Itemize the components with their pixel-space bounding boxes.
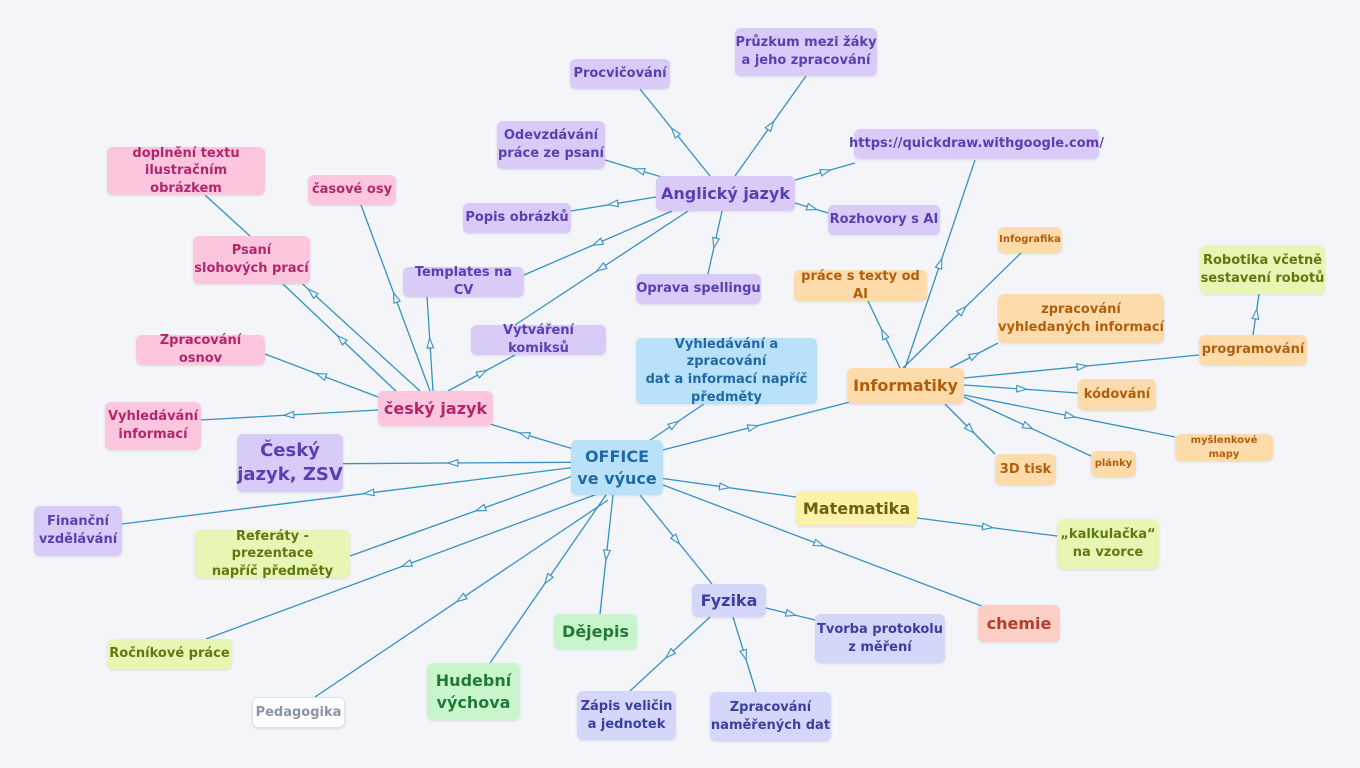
- arrowhead-icon: [1251, 307, 1260, 320]
- topic-financni-vzdelavani[interactable]: Finanční vzdělávání: [34, 506, 122, 556]
- arrowhead-icon: [595, 261, 608, 272]
- arrowhead-icon: [739, 648, 747, 662]
- arrowhead-icon: [474, 503, 488, 512]
- arrowhead-icon: [667, 420, 680, 431]
- arrowhead-icon: [603, 549, 612, 562]
- topic-zpracovani-dat[interactable]: Zpracování naměřených dat: [710, 692, 831, 741]
- arrowhead-icon: [455, 592, 468, 603]
- topic-cesky-jazyk[interactable]: český jazyk: [378, 391, 493, 426]
- arrowhead-icon: [518, 432, 531, 440]
- arrowhead-icon: [591, 237, 605, 246]
- arrowhead-icon: [392, 291, 402, 305]
- arrowhead-icon: [307, 288, 319, 300]
- arrowhead-icon: [282, 410, 295, 419]
- topic-zpracovani-osnov[interactable]: Zpracování osnov: [136, 333, 265, 366]
- arrowhead-icon: [475, 369, 488, 379]
- topic-tvorba-protokolu[interactable]: Tvorba protokolu z měření: [815, 614, 945, 663]
- topic-procvicovani[interactable]: Procvičování: [570, 59, 670, 89]
- topic-casove-osy[interactable]: časové osy: [308, 175, 396, 205]
- arrowhead-icon: [712, 236, 721, 250]
- arrowhead-icon: [1015, 384, 1029, 393]
- arrowhead-icon: [819, 168, 832, 177]
- topic-vyhledavani-informaci[interactable]: Vyhledávání informací: [105, 402, 201, 450]
- topic-planky[interactable]: plánky: [1091, 451, 1136, 477]
- topic-matematika[interactable]: Matematika: [796, 491, 917, 526]
- topic-vytvareni-komiksu[interactable]: Vytváření komiksů: [471, 323, 606, 356]
- arrowhead-icon: [718, 482, 732, 491]
- topic-rocnikove-prace[interactable]: Ročníkové práce: [107, 639, 232, 669]
- arrowhead-icon: [1021, 420, 1035, 430]
- arrowhead-icon: [784, 608, 798, 617]
- topic-chemie[interactable]: chemie: [978, 605, 1060, 642]
- topic-myslenkove-mapy[interactable]: myšlenkové mapy: [1175, 434, 1273, 461]
- topic-pedagogika[interactable]: Pedagogika: [252, 697, 345, 728]
- topic-rozhovory-ai[interactable]: Rozhovory s AI: [828, 205, 940, 235]
- arrowhead-icon: [1076, 362, 1089, 372]
- arrowhead-icon: [963, 422, 976, 435]
- arrowhead-icon: [670, 126, 682, 139]
- topic-robotika[interactable]: Robotika včetně sestavení robotů: [1200, 245, 1325, 294]
- topic-psani-slohovych[interactable]: Psaní slohových prací: [193, 236, 310, 284]
- arrowhead-icon: [967, 352, 981, 362]
- central-topic-office[interactable]: OFFICE ve výuce: [571, 440, 663, 495]
- topic-pruzkum[interactable]: Průzkum mezi žáky a jeho zpracování: [735, 28, 877, 76]
- topic-kodovani[interactable]: kódování: [1078, 379, 1156, 410]
- arrowhead-icon: [1063, 411, 1077, 420]
- arrowhead-icon: [543, 572, 555, 585]
- topic-odevzdavani[interactable]: Odevzdávání práce ze psaní: [497, 121, 605, 169]
- topic-popis-obrazku[interactable]: Popis obrázků: [463, 203, 571, 233]
- arrowhead-icon: [746, 424, 760, 433]
- topic-oprava-spellingu[interactable]: Oprava spellingu: [636, 274, 761, 304]
- topic-kalkulacka[interactable]: „kalkulačka“ na vzorce: [1057, 519, 1159, 569]
- topic-referaty[interactable]: Referáty - prezentace napříč předměty: [195, 529, 350, 579]
- arrowhead-icon: [664, 647, 677, 659]
- topic-fyzika[interactable]: Fyzika: [692, 584, 766, 617]
- arrowhead-icon: [669, 533, 681, 546]
- arrowhead-icon: [400, 558, 414, 568]
- arrowhead-icon: [812, 538, 826, 547]
- topic-zapis-velicin[interactable]: Zápis veličin a jednotek: [577, 691, 676, 740]
- arrowhead-icon: [805, 202, 819, 211]
- arrowhead-icon: [336, 334, 348, 346]
- topic-anglicky-jazyk[interactable]: Anglický jazyk: [656, 176, 795, 211]
- arrowhead-icon: [446, 458, 459, 468]
- arrowhead-icon: [955, 305, 968, 317]
- topic-hudebni-vychova[interactable]: Hudební výchova: [427, 663, 520, 720]
- topic-zpracovani-vyhledanych[interactable]: zpracování vyhledaných informací: [998, 294, 1164, 343]
- arrowhead-icon: [981, 522, 995, 531]
- arrowhead-icon: [426, 336, 435, 349]
- arrowhead-icon: [633, 168, 646, 176]
- arrowhead-icon: [880, 327, 890, 341]
- arrowhead-icon: [362, 488, 375, 497]
- topic-infografika[interactable]: Infografika: [998, 227, 1062, 253]
- topic-informatiky[interactable]: Informatiky: [847, 368, 964, 404]
- topic-vyhledavani-dat[interactable]: Vyhledávání a zpracování dat a informací…: [636, 337, 817, 405]
- arrowhead-icon: [764, 120, 775, 133]
- arrowhead-icon: [314, 372, 328, 382]
- topic-templates-cv[interactable]: Templates na CV: [403, 265, 524, 298]
- topic-prace-texty-ai[interactable]: práce s texty od AI: [794, 269, 927, 302]
- topic-3d-tisk[interactable]: 3D tisk: [995, 454, 1056, 485]
- topic-dejepis[interactable]: Dějepis: [554, 614, 637, 649]
- topic-programovani[interactable]: programování: [1199, 335, 1307, 365]
- topic-cesky-jazyk-zsv[interactable]: Český jazyk, ZSV: [237, 434, 343, 492]
- topic-quickdraw[interactable]: https://quickdraw.withgoogle.com/: [849, 129, 1104, 159]
- topic-doplneni-textu[interactable]: doplnění textu ilustračním obrázkem: [107, 146, 265, 196]
- arrowhead-icon: [934, 257, 943, 270]
- arrowhead-icon: [606, 199, 620, 208]
